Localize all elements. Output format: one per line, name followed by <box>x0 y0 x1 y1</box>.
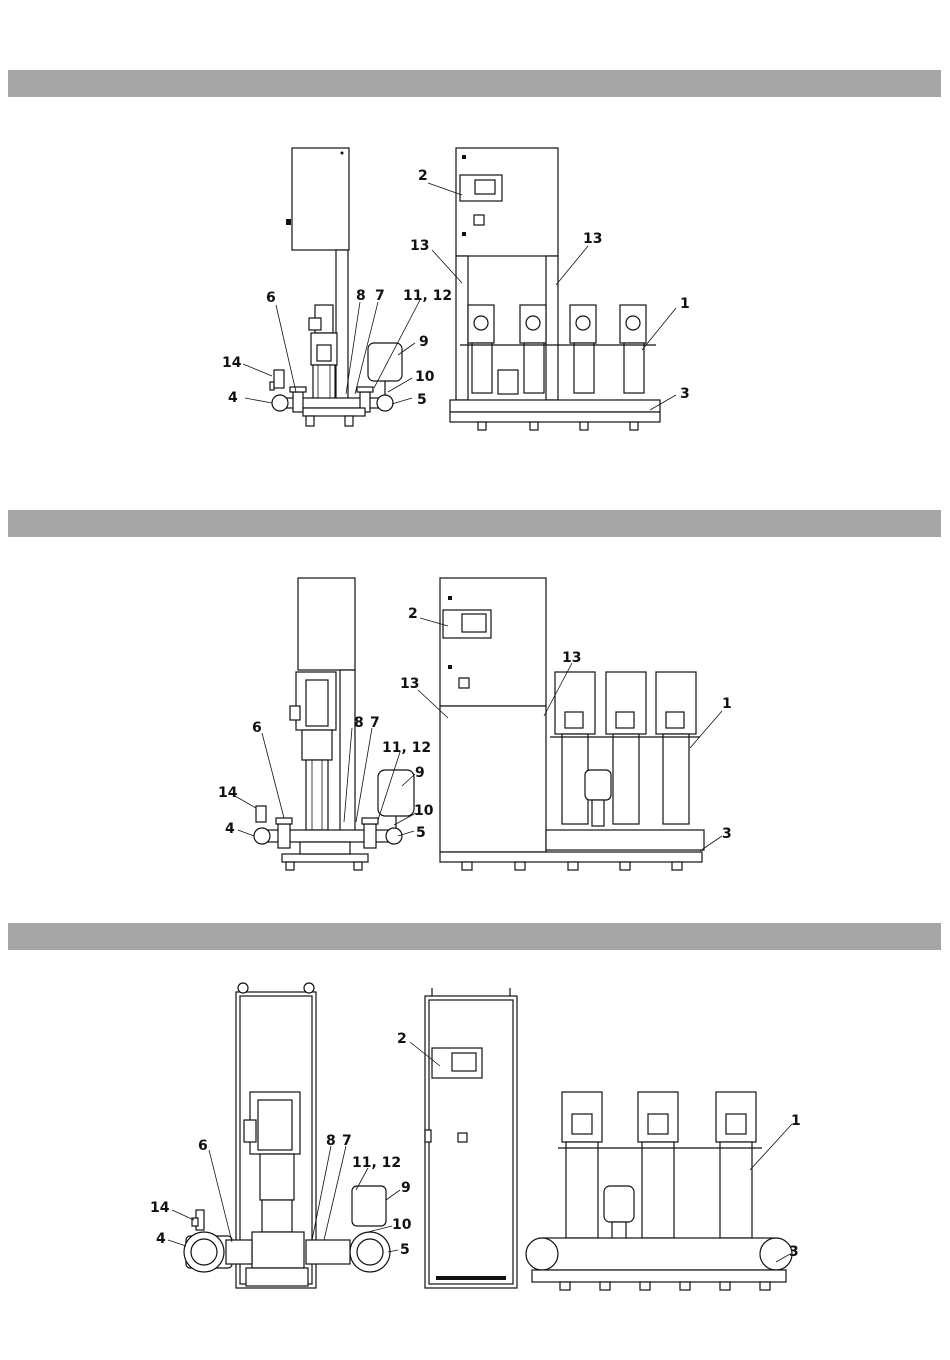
label-10: 10 <box>392 1217 412 1233</box>
label-4: 4 <box>225 821 235 837</box>
label-1: 1 <box>680 296 690 312</box>
label-6: 6 <box>252 720 262 736</box>
label-2: 2 <box>397 1031 407 1047</box>
label-14: 14 <box>222 355 242 371</box>
label-8: 8 <box>354 715 364 731</box>
label-3: 3 <box>789 1244 799 1260</box>
label-4: 4 <box>156 1231 166 1247</box>
label-1: 1 <box>722 696 732 712</box>
label-11-12: 11, 12 <box>352 1155 401 1171</box>
label-11-12: 11, 12 <box>403 288 452 304</box>
label-7: 7 <box>370 715 380 731</box>
label-9: 9 <box>401 1180 411 1196</box>
label-9: 9 <box>415 765 425 781</box>
label-9: 9 <box>419 334 429 350</box>
figure-3-cabinet-view <box>425 988 517 1288</box>
label-3: 3 <box>680 386 690 402</box>
figure-2-front-view <box>440 578 704 870</box>
label-13-right: 13 <box>562 650 581 666</box>
label-11-12: 11, 12 <box>382 740 431 756</box>
label-13-right: 13 <box>583 231 602 247</box>
label-8: 8 <box>356 288 366 304</box>
figure-1-side-view <box>270 148 402 426</box>
label-14: 14 <box>218 785 238 801</box>
label-10: 10 <box>415 369 435 385</box>
label-5: 5 <box>417 392 427 408</box>
figure-2-side-view <box>254 578 414 870</box>
label-13-left: 13 <box>400 676 419 692</box>
label-8: 8 <box>326 1133 336 1149</box>
label-13-left: 13 <box>410 238 429 254</box>
label-4: 4 <box>228 390 238 406</box>
label-7: 7 <box>342 1133 352 1149</box>
label-6: 6 <box>266 290 276 306</box>
label-5: 5 <box>416 825 426 841</box>
label-2: 2 <box>418 168 428 184</box>
label-6: 6 <box>198 1138 208 1154</box>
label-5: 5 <box>400 1242 410 1258</box>
figure-3-front-view <box>526 1092 792 1290</box>
figure-1-front-view <box>450 148 660 430</box>
label-3: 3 <box>722 826 732 842</box>
label-2: 2 <box>408 606 418 622</box>
label-14: 14 <box>150 1200 170 1216</box>
label-1: 1 <box>791 1113 801 1129</box>
label-7: 7 <box>375 288 385 304</box>
figure-3-side-view <box>184 983 390 1288</box>
label-10: 10 <box>414 803 434 819</box>
